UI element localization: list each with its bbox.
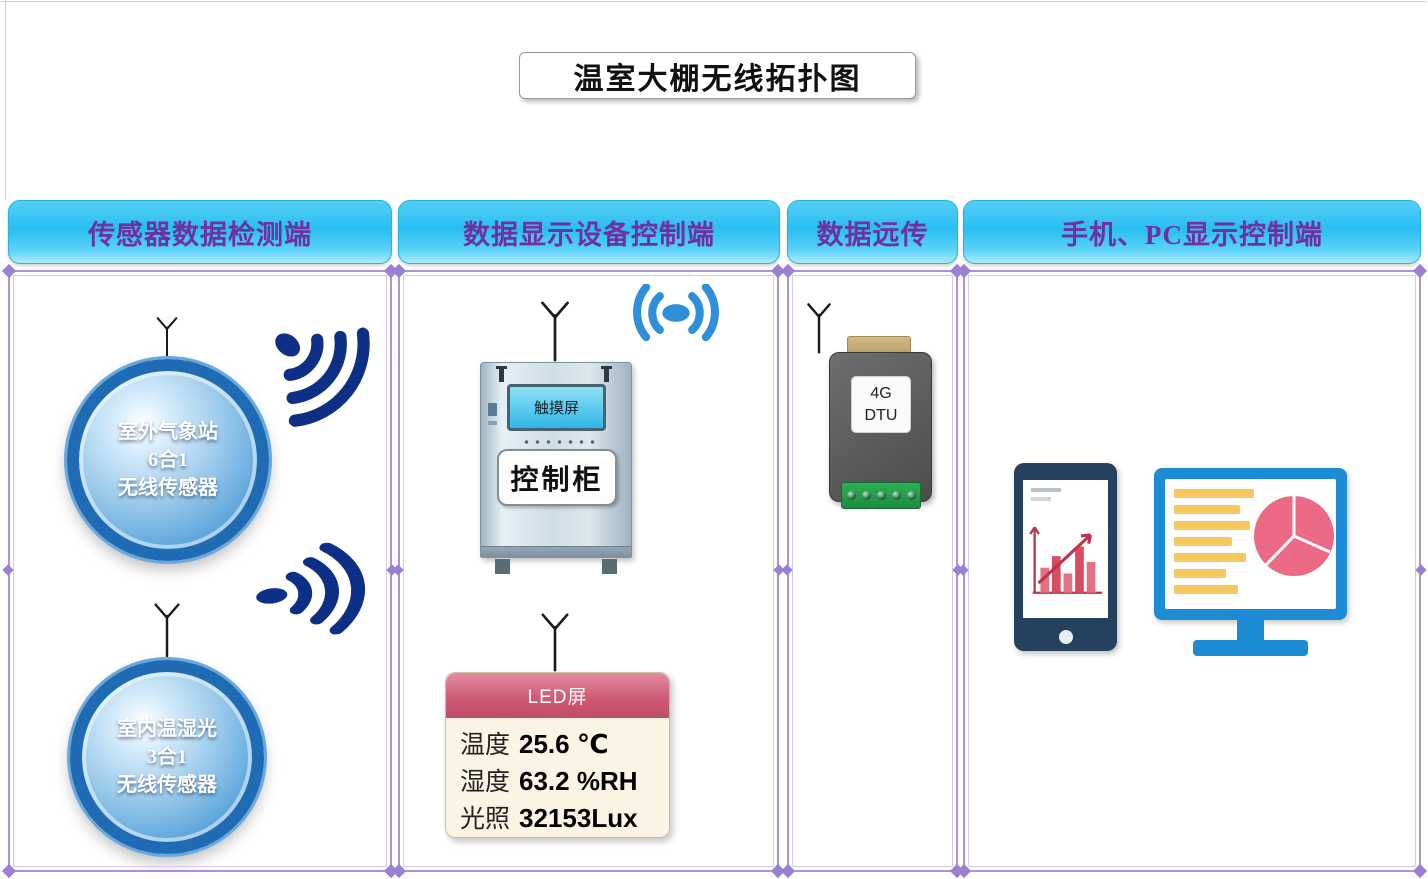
panel-sensor: 室外气象站 6合1 无线传感器 — [1, 263, 399, 879]
antenna-icon — [525, 612, 585, 672]
border-ornament — [1415, 564, 1427, 576]
border-ornament — [1, 263, 17, 279]
antenna-icon — [793, 302, 845, 354]
bolt-icon — [601, 366, 612, 382]
panel-remote: 4G DTU — [780, 263, 965, 879]
page-title: 温室大棚无线拓扑图 — [519, 52, 916, 99]
control-cabinet-illustration: 触摸屏 控制柜 — [480, 362, 632, 574]
smartphone-illustration — [1014, 463, 1117, 651]
terminal-hole — [891, 491, 901, 500]
wifi-signal-icon — [245, 536, 395, 644]
header-remote-column: 数据远传 — [787, 200, 958, 264]
cabinet-base — [481, 546, 631, 557]
monitor-stand-base — [1193, 640, 1308, 656]
indicator-dots — [521, 439, 597, 445]
led-display-panel: LED屏 温度 25.6 ℃ 湿度 63.2 %RH 光照 32153Lux — [445, 672, 670, 838]
indoor-sensor-node: 室内温湿光 3合1 无线传感器 — [70, 660, 264, 854]
text-line-placeholder — [1031, 488, 1061, 492]
border-ornament — [1412, 863, 1428, 879]
dtu-device-illustration: 4G DTU — [829, 352, 932, 509]
wireless-broadcast-icon — [606, 284, 746, 342]
outdoor-sensor-node: 室外气象站 6合1 无线传感器 — [67, 359, 269, 561]
bolt-icon — [496, 366, 507, 382]
window-edge-top — [0, 1, 1426, 2]
dtu-label: 4G DTU — [851, 376, 911, 433]
antenna-icon — [137, 602, 197, 658]
home-button — [1058, 630, 1073, 644]
header-sensor-column: 传感器数据检测端 — [8, 200, 392, 264]
header-client-column: 手机、PC显示控制端 — [963, 200, 1421, 264]
outdoor-sensor-label: 室外气象站 6合1 无线传感器 — [118, 421, 218, 499]
wifi-signal-icon — [235, 285, 406, 456]
border-ornament — [2, 564, 14, 576]
border-ornament — [780, 263, 796, 279]
led-panel-title: LED屏 — [446, 673, 669, 718]
monitor-stand-neck — [1237, 620, 1264, 641]
panel-client — [956, 263, 1428, 879]
dtu-terminal-block — [841, 482, 921, 509]
border-ornament — [780, 863, 796, 879]
border-ornament — [781, 564, 793, 576]
led-reading-light: 光照 32153Lux — [460, 803, 638, 833]
border-ornament — [1, 863, 17, 879]
indoor-sensor-label: 室内温湿光 3合1 无线传感器 — [117, 718, 217, 796]
terminal-hole — [846, 491, 856, 500]
antenna-icon — [525, 300, 585, 362]
window-edge-left — [5, 0, 6, 200]
cabinet-label: 控制柜 — [497, 449, 617, 506]
led-reading-humidity: 湿度 63.2 %RH — [460, 766, 638, 796]
pie-chart-icon — [1254, 496, 1334, 576]
antenna-icon — [137, 316, 197, 362]
terminal-hole — [876, 491, 886, 500]
cabinet-leg — [602, 559, 617, 574]
monitor-screen — [1165, 479, 1336, 609]
vent-detail — [488, 403, 497, 416]
touch-screen: 触摸屏 — [507, 384, 606, 431]
text-line-placeholder — [1031, 497, 1051, 501]
border-ornament — [1412, 263, 1428, 279]
bar-chart-icon — [1025, 506, 1106, 614]
vent-detail — [488, 421, 497, 425]
terminal-hole — [861, 491, 871, 500]
cabinet-leg — [495, 559, 510, 574]
panel-display-control: 触摸屏 控制柜 LED屏 温度 25.6 ℃ 湿度 63.2 %RH — [391, 263, 786, 879]
terminal-hole — [906, 491, 916, 500]
monitor-illustration — [1154, 468, 1347, 620]
phone-screen — [1023, 480, 1108, 618]
header-display-column: 数据显示设备控制端 — [398, 200, 780, 264]
led-reading-temperature: 温度 25.6 ℃ — [460, 729, 609, 759]
